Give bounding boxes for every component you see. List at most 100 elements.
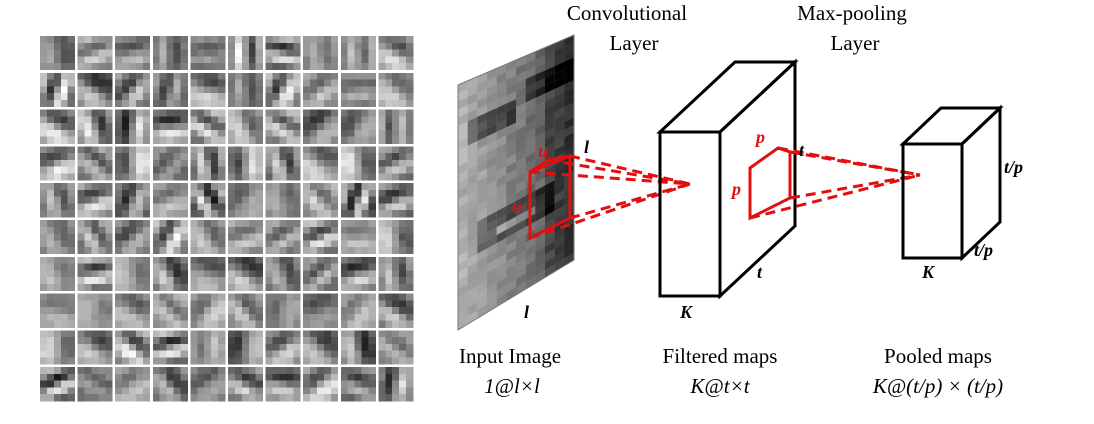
filter-tile <box>265 183 301 218</box>
filter-tile <box>228 72 263 107</box>
filter-tile <box>190 293 226 328</box>
pool-dim-p-top: p <box>754 127 765 147</box>
filter-tile <box>152 220 188 255</box>
filter-tile <box>265 220 301 255</box>
conv-layer-label-1: Convolutional <box>567 1 687 25</box>
filter-tile <box>190 183 226 218</box>
filter-tile <box>77 146 113 181</box>
filter-tile <box>115 183 151 218</box>
filter-tile <box>77 72 113 107</box>
filter-tile <box>303 109 339 144</box>
filter-tile <box>265 256 301 291</box>
filter-tile <box>115 293 151 328</box>
filter-tile <box>265 367 301 402</box>
filter-tile <box>152 36 188 71</box>
filter-tile <box>190 367 226 402</box>
pool-dim-K: K <box>921 262 936 282</box>
filter-tile <box>265 36 301 71</box>
filter-tile <box>190 330 226 365</box>
filter-tile <box>40 36 75 71</box>
input-image-title: Input Image <box>459 344 561 368</box>
filter-tile <box>40 220 75 255</box>
filter-tile <box>115 109 151 144</box>
filter-grid <box>40 36 414 402</box>
filter-tile <box>340 109 376 144</box>
filter-tile <box>303 36 339 71</box>
filter-tile <box>340 293 376 328</box>
filter-tile <box>77 183 113 218</box>
conv-dim-t-bottom: t <box>757 262 763 282</box>
filter-tile <box>77 220 113 255</box>
input-image <box>457 34 575 331</box>
filter-tile <box>378 146 414 181</box>
pool-dim-p-side: p <box>730 179 741 199</box>
filter-tile <box>303 256 339 291</box>
filter-tile <box>152 330 188 365</box>
input-image-dims: 1@l×l <box>484 374 540 398</box>
filter-tile <box>378 330 414 365</box>
filter-tile <box>228 146 263 181</box>
filter-tile <box>115 256 151 291</box>
filter-tile <box>378 72 414 107</box>
filter-tile <box>303 72 339 107</box>
filter-tile <box>378 109 414 144</box>
filter-tile <box>228 367 263 402</box>
pool-dim-tp-side: t/p <box>1004 157 1023 177</box>
conv-dim-t-top: t <box>799 140 805 160</box>
filter-tile <box>340 36 376 71</box>
filter-tile <box>40 330 75 365</box>
filter-tile <box>152 183 188 218</box>
filter-tile <box>77 109 113 144</box>
filter-tile <box>378 220 414 255</box>
filter-tile <box>190 109 226 144</box>
filter-tile <box>190 72 226 107</box>
filter-tile <box>77 36 113 71</box>
pool-dim-tp-bottom: t/p <box>974 240 993 260</box>
filter-tile <box>152 256 188 291</box>
filter-tile <box>303 367 339 402</box>
kernel-dim-u-side: u <box>512 196 522 216</box>
filter-tile <box>40 72 75 107</box>
filter-tile <box>152 293 188 328</box>
filter-tile <box>265 109 301 144</box>
filter-tile <box>265 72 301 107</box>
filter-tile <box>77 330 113 365</box>
filter-tile <box>228 183 263 218</box>
filter-tile <box>303 220 339 255</box>
conv-layer-label-2: Layer <box>610 31 659 55</box>
filter-tile <box>228 36 263 71</box>
filter-tile <box>303 293 339 328</box>
filter-tile <box>340 220 376 255</box>
conv-dim-K: K <box>679 302 694 322</box>
filter-tile <box>340 146 376 181</box>
filter-tile <box>115 330 151 365</box>
filter-tile <box>77 293 113 328</box>
filter-tile <box>303 146 339 181</box>
pooled-maps-dims: K@(t/p) × (t/p) <box>872 374 1003 398</box>
filter-tile <box>40 367 75 402</box>
filter-tile <box>115 146 151 181</box>
conv-layer-block <box>656 58 799 300</box>
filter-tile <box>40 293 75 328</box>
filter-tile <box>190 146 226 181</box>
filter-tile <box>340 367 376 402</box>
filter-tile <box>152 367 188 402</box>
filter-tile <box>40 183 75 218</box>
filter-tile <box>265 330 301 365</box>
filter-tile <box>115 36 151 71</box>
filter-tile <box>303 330 339 365</box>
filter-tile <box>378 36 414 71</box>
filter-tile <box>40 109 75 144</box>
kernel-dim-u-top: u <box>538 141 548 161</box>
filter-tile <box>115 72 151 107</box>
filter-tile <box>378 293 414 328</box>
pool-layer-label-2: Layer <box>831 31 880 55</box>
filter-tile <box>152 109 188 144</box>
filter-tile <box>378 256 414 291</box>
pool-layer-label-1: Max-pooling <box>797 1 907 25</box>
filter-tile <box>340 183 376 218</box>
filter-tile <box>190 256 226 291</box>
filter-tile <box>228 330 263 365</box>
pooling-window <box>748 146 792 221</box>
